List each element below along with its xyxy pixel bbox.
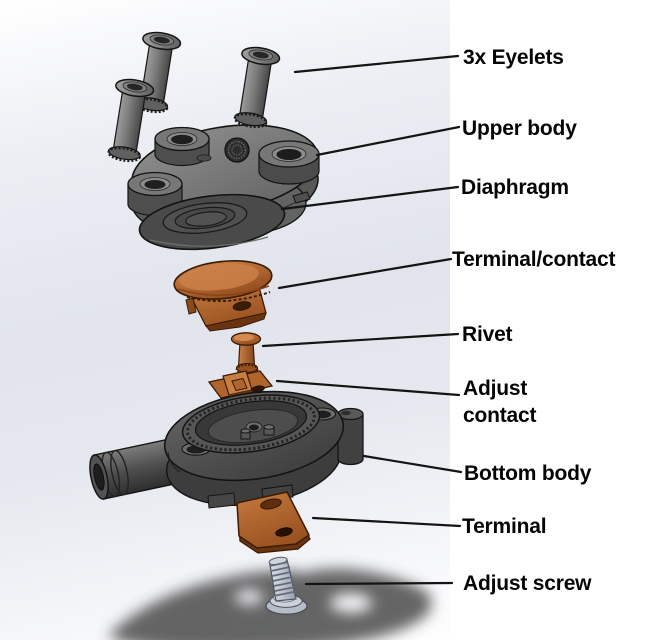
diaphragm-part — [138, 193, 286, 251]
label-terminal-contact: Terminal/contact — [452, 248, 616, 271]
terminal-part — [236, 491, 311, 554]
leader-line-adjust-screw — [304, 581, 454, 586]
label-diaphragm: Diaphragm — [461, 176, 569, 199]
leader-line-eyelets — [293, 54, 460, 74]
label-adjust-contact: Adjust contact — [463, 377, 537, 427]
adjust-contact-part — [207, 370, 274, 399]
terminal-contact-part — [173, 260, 273, 332]
leader-line-adjust-contact — [275, 379, 461, 397]
label-upper-body: Upper body — [462, 117, 577, 140]
leader-line-bottom-body — [362, 454, 463, 474]
leader-line-diaphragm — [280, 185, 460, 211]
eyelet-3 — [107, 78, 155, 163]
eyelet-2 — [233, 46, 281, 129]
label-bottom-body: Bottom body — [464, 462, 592, 485]
label-adjust-screw: Adjust screw — [463, 572, 592, 595]
leader-line-terminal-contact — [277, 257, 453, 290]
label-rivet: Rivet — [462, 323, 513, 346]
leader-line-terminal — [311, 516, 462, 528]
adjust-screw-part — [265, 556, 308, 615]
leader-line-upper-body — [315, 125, 461, 157]
label-eyelets: 3x Eyelets — [463, 46, 564, 69]
rivet-part — [230, 332, 262, 375]
label-terminal: Terminal — [462, 515, 547, 538]
leader-line-rivet — [261, 332, 460, 348]
bottom-body-part — [89, 390, 364, 509]
